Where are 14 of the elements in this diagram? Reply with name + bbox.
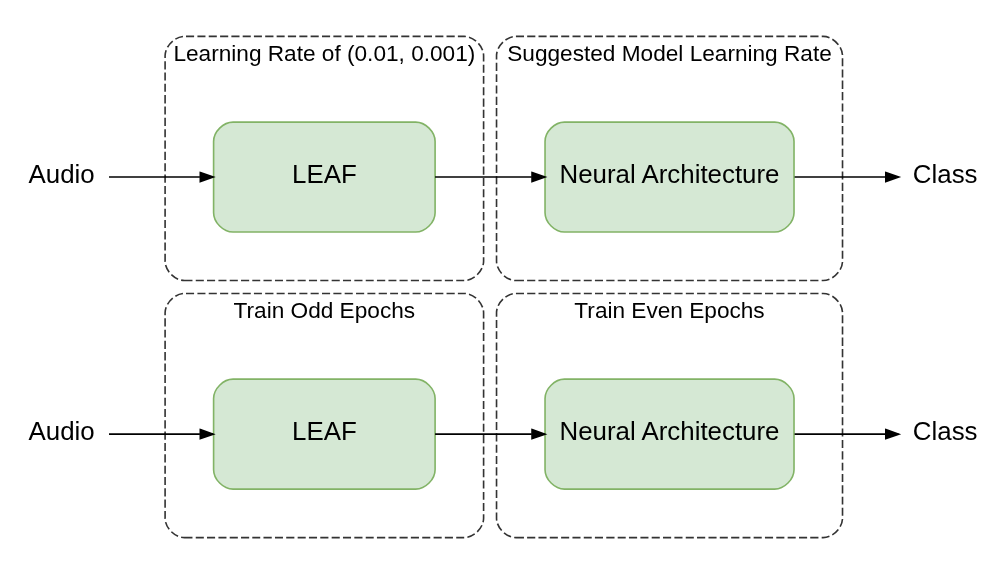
node-box: Neural Architecture <box>544 378 795 490</box>
arrow <box>434 428 548 440</box>
node-box: Neural Architecture <box>544 121 795 233</box>
node-box: LEAF <box>212 378 436 490</box>
arrow <box>434 171 548 183</box>
arrow <box>108 171 216 183</box>
node-text: Audio <box>28 417 95 446</box>
arrow <box>793 171 902 183</box>
node-box: LEAF <box>212 121 436 233</box>
arrow <box>108 428 216 440</box>
node-text: Audio <box>28 160 95 189</box>
arrow <box>793 428 902 440</box>
node-text: Class <box>912 160 978 189</box>
node-text: Class <box>912 417 978 446</box>
